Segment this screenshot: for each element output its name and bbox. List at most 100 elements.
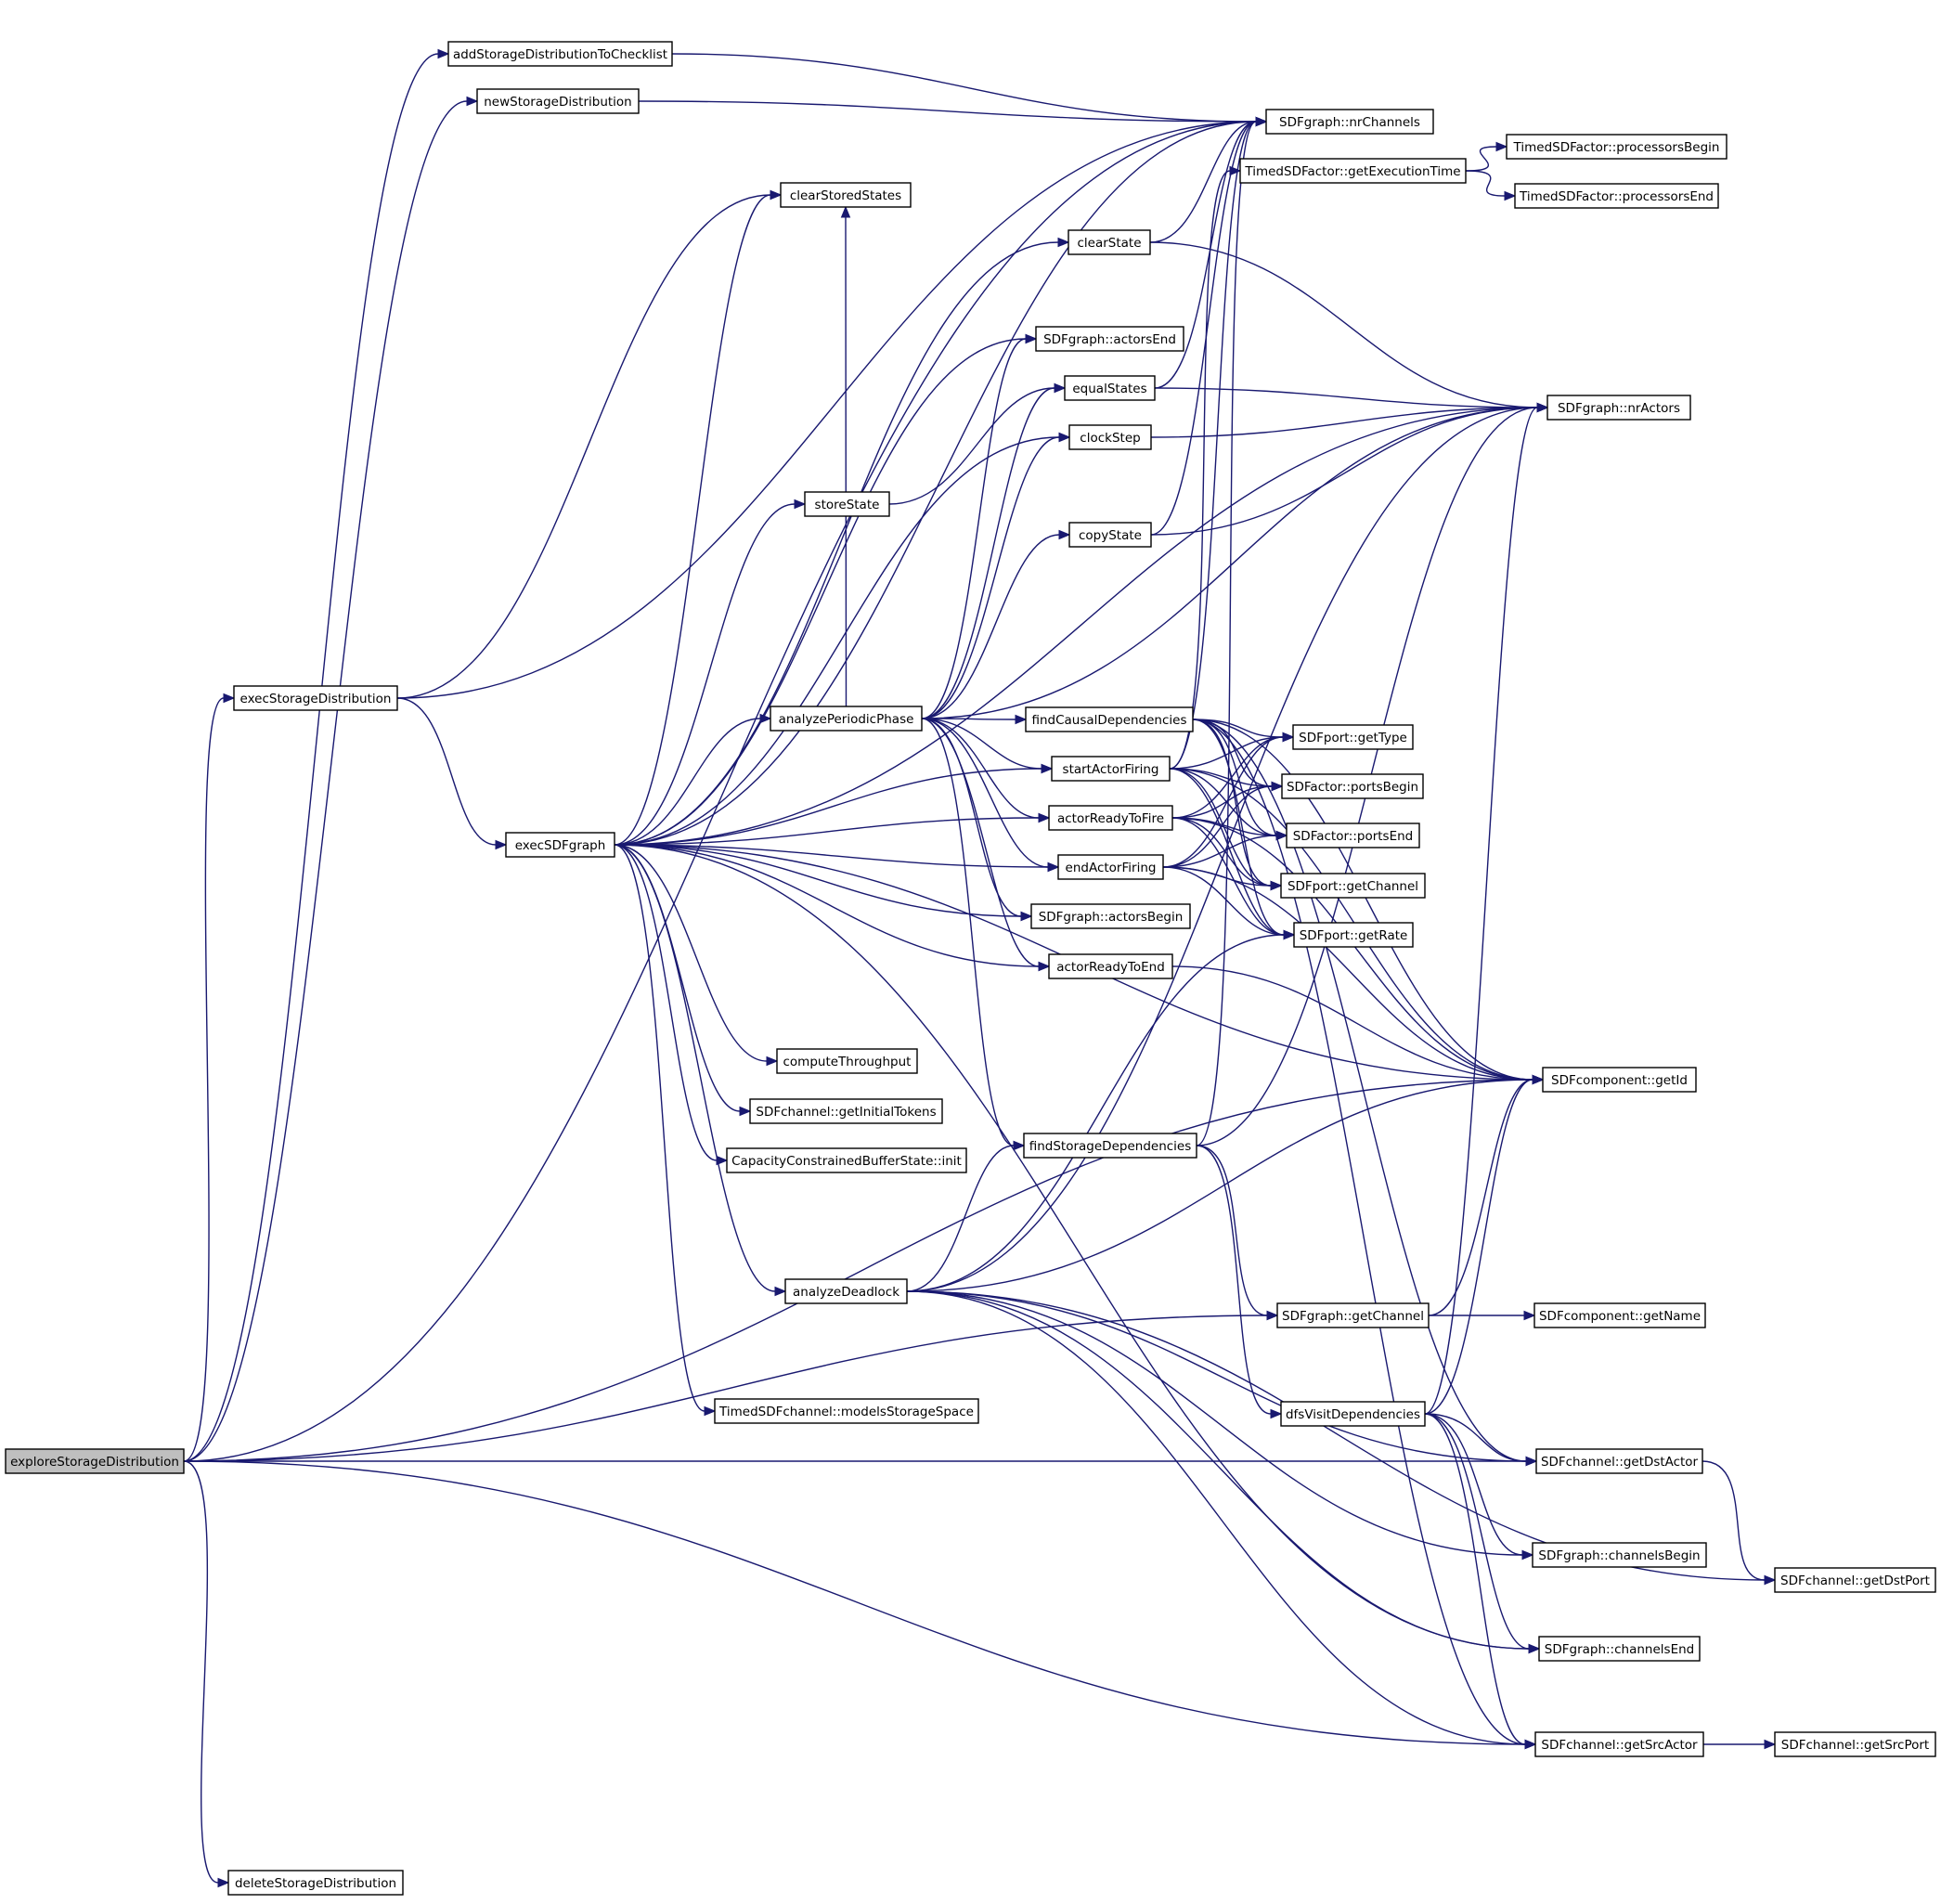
node-copy-state[interactable]: copyState xyxy=(1068,522,1152,548)
node-box xyxy=(1535,1448,1703,1474)
node-dfs-visit-dependencies[interactable]: dfsVisitDependencies xyxy=(1280,1401,1426,1427)
node-label: findStorageDependencies xyxy=(1029,1139,1192,1154)
edge-line xyxy=(1192,719,1272,887)
node-ports-begin[interactable]: SDFactor::portsBegin xyxy=(1281,773,1424,799)
node-actor-ready-to-fire[interactable]: actorReadyToFire xyxy=(1048,805,1173,831)
node-exec-storage-distribution[interactable]: execStorageDistribution xyxy=(233,685,398,711)
node-graph-get-channel[interactable]: SDFgraph::getChannel xyxy=(1276,1302,1430,1328)
edge-exec-sdfgraph-to-start-actor-firing xyxy=(614,763,1054,846)
arrowhead-icon xyxy=(1057,237,1070,248)
edge-add-storage-distribution-to-checklist-to-nr-channels xyxy=(671,53,1268,127)
node-get-execution-time[interactable]: TimedSDFactor::getExecutionTime xyxy=(1239,158,1467,184)
node-find-storage-dependencies[interactable]: findStorageDependencies xyxy=(1023,1133,1197,1159)
edge-dfs-visit-dependencies-to-get-dst-actor xyxy=(1424,1413,1538,1467)
edge-line xyxy=(1171,817,1272,887)
node-get-id[interactable]: SDFcomponent::getId xyxy=(1542,1067,1697,1093)
edge-end-actor-firing-to-ports-end xyxy=(1162,830,1288,868)
edge-exec-sdfgraph-to-cbs-init xyxy=(614,844,729,1166)
edge-get-src-actor-to-get-src-port xyxy=(1702,1739,1777,1750)
arrowhead-icon xyxy=(759,713,772,724)
edge-line xyxy=(614,844,1040,967)
arrowhead-icon xyxy=(1270,880,1283,891)
edge-exec-sdfgraph-to-store-state xyxy=(614,499,807,846)
edge-exec-sdfgraph-to-models-storage-space xyxy=(614,844,717,1417)
node-get-name[interactable]: SDFcomponent::getName xyxy=(1533,1302,1706,1328)
node-analyze-deadlock[interactable]: analyzeDeadlock xyxy=(784,1278,908,1304)
edge-find-storage-dependencies-to-dfs-visit-dependencies xyxy=(1196,1145,1283,1419)
node-ports-end[interactable]: SDFactor::portsEnd xyxy=(1286,822,1420,848)
edge-clear-state-to-nr-actors xyxy=(1149,241,1549,413)
node-add-storage-distribution-to-checklist[interactable]: addStorageDistributionToChecklist xyxy=(447,41,673,67)
node-actor-ready-to-end[interactable]: actorReadyToEnd xyxy=(1048,953,1173,979)
node-get-rate[interactable]: SDFport::getRate xyxy=(1293,922,1414,948)
node-clock-step[interactable]: clockStep xyxy=(1068,424,1152,450)
edge-explore-storage-distribution-to-graph-get-channel xyxy=(183,1310,1279,1462)
node-label: findCausalDependencies xyxy=(1031,713,1186,728)
edge-line xyxy=(614,844,741,1112)
node-get-src-port[interactable]: SDFchannel::getSrcPort xyxy=(1774,1731,1936,1757)
node-box xyxy=(505,832,615,858)
edge-line xyxy=(906,1290,1766,1581)
arrowhead-icon xyxy=(716,1155,729,1166)
node-channels-begin[interactable]: SDFgraph::channelsBegin xyxy=(1532,1542,1707,1568)
node-actors-begin[interactable]: SDFgraph::actorsBegin xyxy=(1030,903,1191,929)
node-equal-states[interactable]: equalStates xyxy=(1064,375,1156,401)
node-label: deleteStorageDistribution xyxy=(235,1876,396,1891)
edge-line xyxy=(183,1460,1526,1745)
arrowhead-icon xyxy=(1283,929,1296,940)
node-get-initial-tokens[interactable]: SDFchannel::getInitialTokens xyxy=(749,1098,943,1124)
node-box xyxy=(1280,1401,1426,1427)
edge-line xyxy=(921,718,1015,1146)
node-start-actor-firing[interactable]: startActorFiring xyxy=(1051,756,1171,782)
node-store-state[interactable]: storeState xyxy=(804,491,890,517)
edge-find-storage-dependencies-to-nr-channels xyxy=(1196,116,1268,1146)
edge-analyze-periodic-phase-to-copy-state xyxy=(921,529,1071,719)
edge-line xyxy=(1192,719,1285,936)
edge-exec-sdfgraph-to-actor-ready-to-end xyxy=(614,844,1051,972)
node-models-storage-space[interactable]: TimedSDFchannel::modelsStorageSpace xyxy=(714,1398,979,1424)
node-port-get-channel[interactable]: SDFport::getChannel xyxy=(1280,873,1426,899)
edge-explore-storage-distribution-to-exec-storage-distribution xyxy=(183,693,236,1462)
edge-dfs-visit-dependencies-to-nr-actors xyxy=(1424,402,1549,1415)
node-get-type[interactable]: SDFport::getType xyxy=(1292,724,1414,750)
node-nr-actors[interactable]: SDFgraph::nrActors xyxy=(1546,395,1691,421)
edge-line xyxy=(1192,719,1284,738)
node-analyze-periodic-phase[interactable]: analyzePeriodicPhase xyxy=(770,706,923,732)
node-compute-throughput[interactable]: computeThroughput xyxy=(776,1048,918,1074)
node-get-dst-port[interactable]: SDFchannel::getDstPort xyxy=(1774,1567,1936,1593)
edge-line xyxy=(1424,407,1538,1415)
node-label: TimedSDFactor::processorsEnd xyxy=(1519,189,1714,204)
node-processors-begin[interactable]: TimedSDFactor::processorsBegin xyxy=(1506,134,1727,160)
node-new-storage-distribution[interactable]: newStorageDistribution xyxy=(476,88,640,114)
node-cbs-init[interactable]: CapacityConstrainedBufferState::init xyxy=(726,1147,967,1173)
node-nr-channels[interactable]: SDFgraph::nrChannels xyxy=(1265,109,1434,135)
node-find-causal-dependencies[interactable]: findCausalDependencies xyxy=(1025,706,1194,732)
edge-line xyxy=(614,817,1040,846)
node-processors-end[interactable]: TimedSDFactor::processorsEnd xyxy=(1514,183,1719,209)
node-explore-storage-distribution[interactable]: exploreStorageDistribution xyxy=(5,1448,185,1474)
call-graph-edges xyxy=(183,48,1777,1888)
arrowhead-icon xyxy=(466,96,479,107)
arrowhead-icon xyxy=(217,1877,230,1888)
node-channels-end[interactable]: SDFgraph::channelsEnd xyxy=(1538,1636,1701,1662)
node-clear-state[interactable]: clearState xyxy=(1068,229,1151,255)
node-exec-sdfgraph[interactable]: execSDFgraph xyxy=(505,832,615,858)
node-box xyxy=(780,182,912,208)
edge-graph-get-channel-to-get-id xyxy=(1428,1074,1545,1316)
node-actors-end[interactable]: SDFgraph::actorsEnd xyxy=(1035,326,1184,352)
arrowhead-icon xyxy=(1528,1643,1541,1654)
node-box xyxy=(1035,326,1184,352)
node-get-src-actor[interactable]: SDFchannel::getSrcActor xyxy=(1534,1731,1704,1757)
edge-line xyxy=(1196,1145,1272,1415)
node-get-dst-actor[interactable]: SDFchannel::getDstActor xyxy=(1535,1448,1703,1474)
edge-line xyxy=(921,436,1060,719)
edge-line xyxy=(906,407,1538,1292)
node-clear-stored-states[interactable]: clearStoredStates xyxy=(780,182,912,208)
node-box xyxy=(1286,822,1420,848)
node-delete-storage-distribution[interactable]: deleteStorageDistribution xyxy=(227,1870,404,1896)
node-end-actor-firing[interactable]: endActorFiring xyxy=(1057,854,1164,880)
edge-line xyxy=(614,718,761,846)
node-box xyxy=(1774,1567,1936,1593)
node-box xyxy=(1533,1302,1706,1328)
edge-line xyxy=(183,1315,1268,1462)
